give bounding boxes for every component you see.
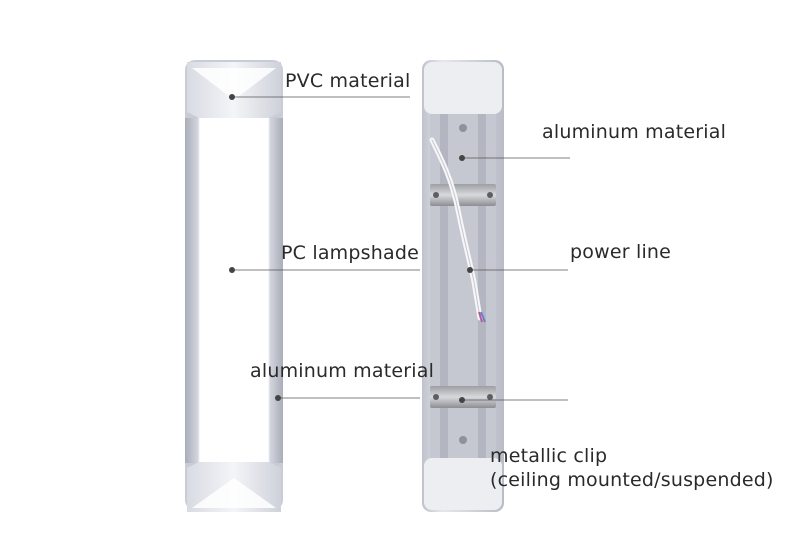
label-metallic-clip-line1: metallic clip bbox=[490, 445, 608, 467]
back-end-cap-top bbox=[424, 62, 502, 114]
label-power-line: power line bbox=[570, 241, 672, 263]
dot-aluminum-right bbox=[459, 155, 465, 161]
back-end-cap-bottom bbox=[424, 458, 502, 510]
metallic-clip-bottom bbox=[430, 386, 496, 408]
dot-metallic-clip bbox=[459, 397, 465, 403]
label-metallic-clip-line2: (ceiling mounted/suspended) bbox=[490, 469, 774, 491]
aluminum-side-right bbox=[269, 118, 283, 463]
label-pc-lampshade: PC lampshade bbox=[281, 242, 419, 264]
label-metallic-clip: metallic clip (ceiling mounted/suspended… bbox=[490, 444, 774, 492]
screw-hole-top bbox=[459, 124, 467, 132]
front-lamp bbox=[185, 60, 283, 512]
pc-lampshade-diffuser bbox=[199, 112, 269, 468]
screw-hole-bottom bbox=[459, 436, 467, 444]
label-pvc-material: PVC material bbox=[285, 70, 411, 92]
aluminum-side-left bbox=[185, 118, 199, 463]
leader-lines bbox=[229, 94, 570, 403]
dot-aluminum-left bbox=[275, 395, 281, 401]
label-aluminum-material-left: aluminum material bbox=[250, 360, 435, 382]
dot-power-line bbox=[467, 267, 473, 273]
label-aluminum-material-right: aluminum material bbox=[542, 121, 727, 143]
metallic-clip-top bbox=[430, 184, 496, 206]
dot-pc-lampshade bbox=[229, 267, 235, 273]
dot-pvc bbox=[229, 94, 235, 100]
